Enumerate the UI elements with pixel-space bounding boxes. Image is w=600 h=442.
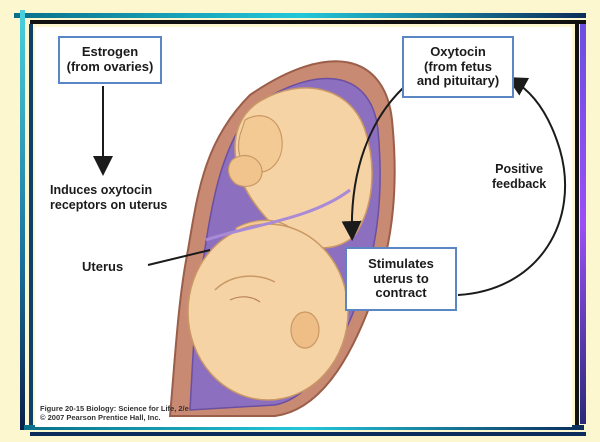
estrogen-source: (from ovaries) <box>60 60 160 75</box>
estrogen-title: Estrogen <box>60 45 160 60</box>
oxytocin-source-1: (from fetus <box>404 60 512 75</box>
stimulates-line-2: uterus to <box>347 272 455 287</box>
fetus-head <box>188 224 348 400</box>
induces-line-2: receptors on uterus <box>50 198 167 213</box>
oxytocin-source-2: and pituitary) <box>404 74 512 89</box>
stimulates-line-3: contract <box>347 286 455 301</box>
stimulates-line-1: Stimulates <box>347 257 455 272</box>
positive-line-2: feedback <box>492 177 546 192</box>
fetus-ear <box>291 312 319 348</box>
induces-line-1: Induces oxytocin <box>50 183 167 198</box>
credit-line-1: Figure 20-15 Biology: Science for Life, … <box>40 404 189 413</box>
induces-label: Induces oxytocin receptors on uterus <box>50 183 167 213</box>
figure-credit: Figure 20-15 Biology: Science for Life, … <box>40 404 189 423</box>
positive-line-1: Positive <box>492 162 546 177</box>
stimulates-box: Stimulates uterus to contract <box>345 247 457 311</box>
uterus-label: Uterus <box>82 259 123 275</box>
estrogen-box: Estrogen (from ovaries) <box>58 36 162 84</box>
oxytocin-title: Oxytocin <box>404 45 512 60</box>
positive-feedback-label: Positive feedback <box>492 162 546 192</box>
credit-line-2: © 2007 Pearson Prentice Hall, Inc. <box>40 413 189 422</box>
oxytocin-box: Oxytocin (from fetus and pituitary) <box>402 36 514 98</box>
